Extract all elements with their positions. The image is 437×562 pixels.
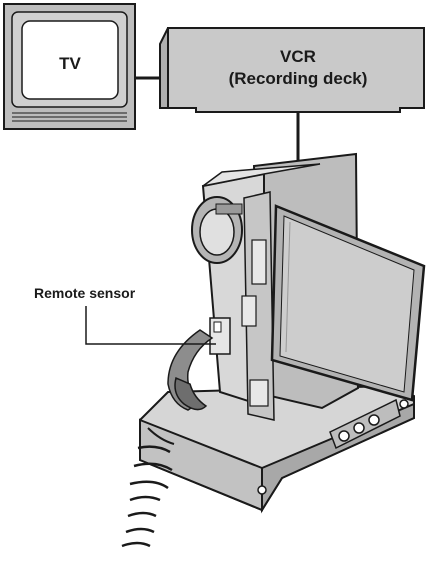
remote-sensor-leader (85, 306, 216, 345)
docking-station-icon (139, 384, 415, 514)
vcr-label: VCR (280, 47, 316, 66)
vcr-icon (159, 27, 425, 113)
tv-label: TV (59, 54, 81, 73)
camcorder-icon (167, 152, 426, 421)
remote-signal-icon (121, 445, 173, 548)
tv-screen (21, 20, 119, 100)
tv-icon (3, 3, 136, 130)
remote-sensor-label: Remote sensor (34, 285, 136, 301)
vcr-sublabel: (Recording deck) (229, 69, 368, 88)
